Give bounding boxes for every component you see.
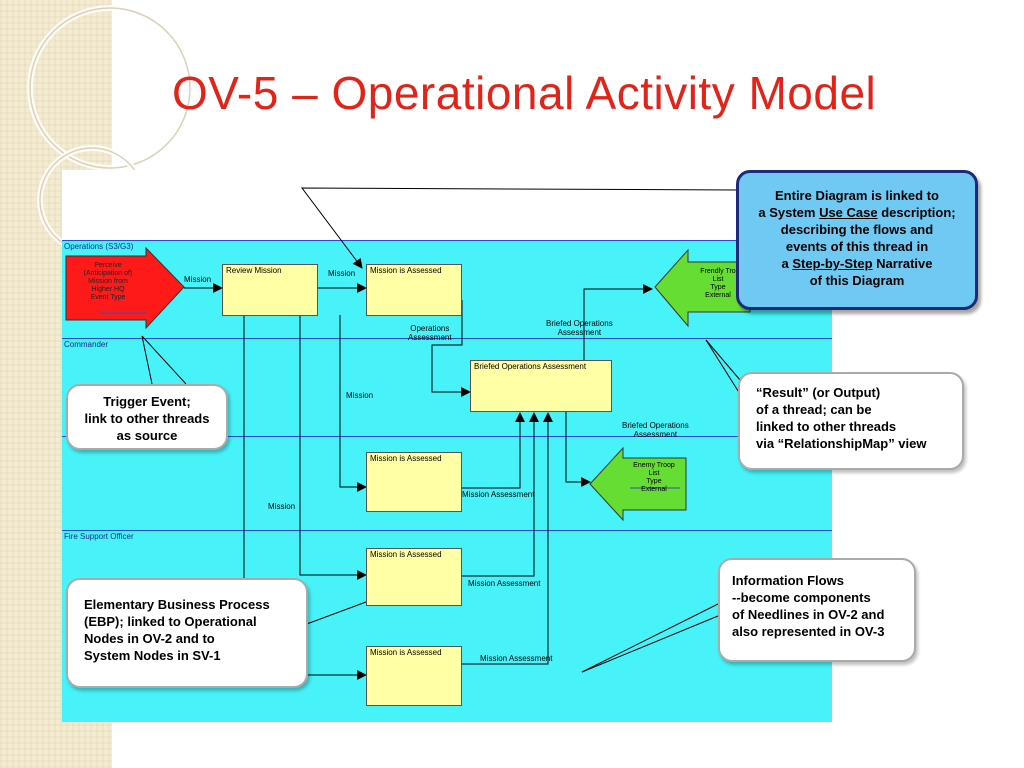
activity-review-mission[interactable]: Review Mission [222,264,318,316]
lane-label-operations: Operations (S3/G3) [64,242,134,251]
activity-mission-assessed[interactable]: Mission is Assessed [366,646,462,706]
lane-divider [62,436,832,437]
activity-briefed-operations[interactable]: Briefed Operations Assessment [470,360,612,412]
flow-label: Mission Assessment [480,654,553,663]
flow-label: Mission Assessment [462,490,535,499]
flow-label: Mission [346,391,374,400]
use-case-callout: Entire Diagram is linked to a System Use… [736,170,978,310]
activity-mission-assessed[interactable]: Mission is Assessed [366,548,462,606]
activity-mission-assessed[interactable]: Mission is Assessed [366,452,462,512]
flow-label: Operations Assessment [408,324,452,342]
trigger-event-callout: Trigger Event; link to other threads as … [66,384,228,450]
lane-divider [62,240,832,241]
lane-label-commander: Commander [64,340,109,349]
enemy-troop-result-shape [589,446,687,522]
friendly-troop-text: Frendly Tro List Type External [700,268,736,299]
lane-divider [62,530,832,531]
flow-label: Mission [328,269,356,278]
trigger-event-shape [65,246,185,330]
lane-divider [62,338,832,339]
information-flows-callout: Information Flows --become components of… [718,558,916,662]
ebp-callout: Elementary Business Process (EBP); linke… [66,578,308,688]
activity-mission-assessed[interactable]: Mission is Assessed [366,264,462,316]
slide-title: OV-5 – Operational Activity Model [172,67,877,119]
flow-label: Mission Assessment [468,579,541,588]
flow-label: Briefed Operations Assessment [546,319,613,337]
flow-label: Mission [268,502,296,511]
trigger-event-text: Perceive (Anticipation of) Mission from … [83,262,133,301]
flow-label: Mission [184,275,212,284]
result-callout: “Result” (or Output) of a thread; can be… [738,372,964,470]
enemy-troop-text: Enemy Troop List Type External [633,462,675,493]
flow-label: Briefed Operations Assessment [622,421,689,439]
lane-label-fire-support: Fire Support Officer [64,532,134,541]
